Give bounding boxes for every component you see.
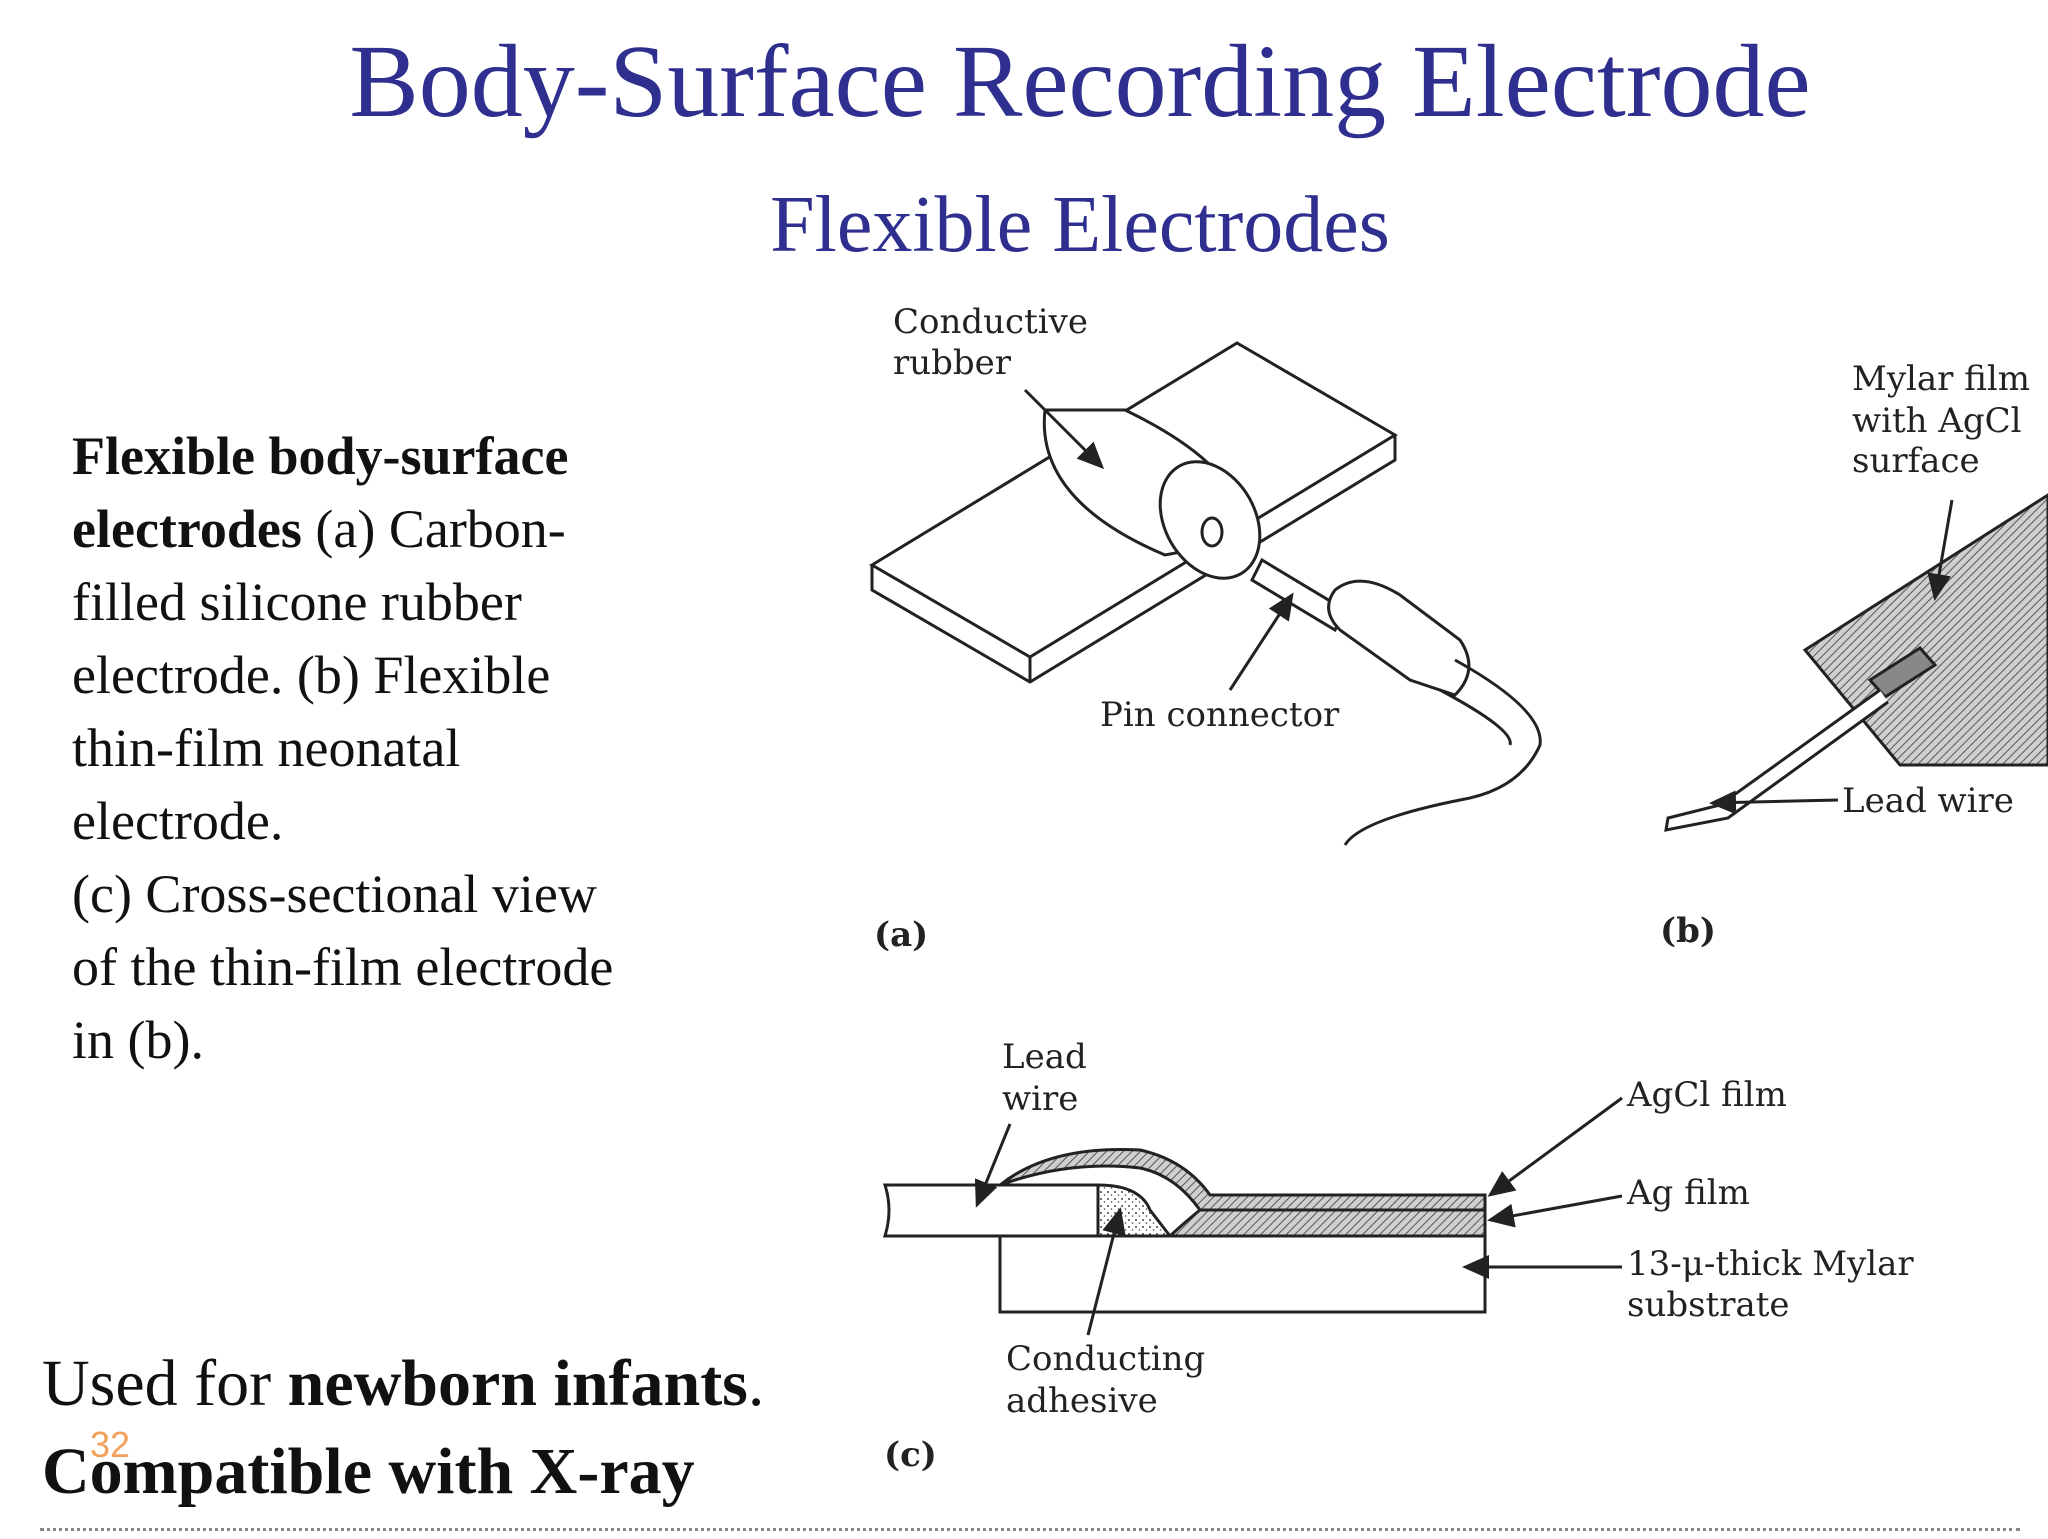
label-conductive-rubber: rubber bbox=[893, 343, 1012, 383]
panel-label-a: (a) bbox=[874, 915, 928, 955]
panel-b-drawing bbox=[1664, 493, 2048, 832]
label-conducting-adhesive: adhesive bbox=[1006, 1381, 1158, 1421]
caption-line: electrode. (b) Flexible bbox=[72, 645, 551, 705]
label-lead-wire-c: Lead bbox=[1002, 1037, 1087, 1077]
slide-subtitle: Flexible Electrodes bbox=[770, 181, 1390, 269]
label-mylar-film: Mylar film bbox=[1852, 359, 2030, 399]
caption-line: in (b). bbox=[72, 1010, 204, 1070]
footer-bold-xray: Compatible with X-ray bbox=[42, 1435, 695, 1508]
label-mylar-film: with AgCl bbox=[1852, 401, 2022, 441]
footer-note: Used for newborn infants. Compatible wit… bbox=[42, 1347, 765, 1508]
caption-line: of the thin-film electrode bbox=[72, 937, 614, 997]
panel-a-drawing bbox=[869, 341, 1542, 846]
label-ag-film: Ag film bbox=[1626, 1173, 1750, 1213]
slide-number: 32 bbox=[90, 1424, 131, 1465]
caption-bold-1: Flexible body-surface bbox=[72, 426, 569, 486]
panel-label-b: (b) bbox=[1660, 911, 1716, 951]
figure-caption: Flexible body-surface electrodes (a) Car… bbox=[72, 420, 712, 1077]
slide-title: Body-Surface Recording Electrode bbox=[349, 24, 1811, 139]
footer-plain: Used for bbox=[42, 1347, 288, 1420]
pointer-arrow bbox=[1927, 499, 1954, 601]
caption-line: thin-film neonatal bbox=[72, 718, 461, 778]
label-mylar-film: surface bbox=[1852, 441, 1980, 481]
panel-c-drawing bbox=[882, 1147, 1487, 1314]
caption-line: electrode. bbox=[72, 791, 284, 851]
pointer-arrow bbox=[1023, 388, 1105, 470]
caption-text-1: (a) Carbon- bbox=[315, 499, 566, 559]
pointer-arrow bbox=[1709, 790, 1839, 815]
footer-bold-newborn: newborn infants bbox=[287, 1347, 748, 1420]
caption-bold-2: electrodes bbox=[72, 499, 302, 559]
label-pin-connector: Pin connector bbox=[1100, 695, 1340, 735]
label-lead-wire-c: wire bbox=[1002, 1079, 1078, 1119]
label-conductive-rubber: Conductive bbox=[893, 302, 1088, 342]
panel-label-c: (c) bbox=[884, 1435, 937, 1475]
pointer-arrow bbox=[1086, 1207, 1126, 1336]
pointer-arrow bbox=[1487, 1096, 1623, 1197]
label-lead-wire-b: Lead wire bbox=[1842, 781, 2014, 821]
caption-line: (c) Cross-sectional view bbox=[72, 864, 597, 924]
label-agcl-film: AgCl film bbox=[1626, 1075, 1787, 1115]
pointer-arrow bbox=[1487, 1194, 1623, 1228]
caption-line: filled silicone rubber bbox=[72, 572, 522, 632]
label-mylar-substrate: 13-μ-thick Mylar bbox=[1627, 1244, 1914, 1284]
pointer-arrow bbox=[974, 1123, 1012, 1208]
pointer-arrow bbox=[1228, 592, 1294, 691]
bottom-divider bbox=[40, 1528, 2020, 1539]
label-mylar-substrate: substrate bbox=[1627, 1285, 1790, 1325]
label-conducting-adhesive: Conducting bbox=[1006, 1339, 1205, 1379]
